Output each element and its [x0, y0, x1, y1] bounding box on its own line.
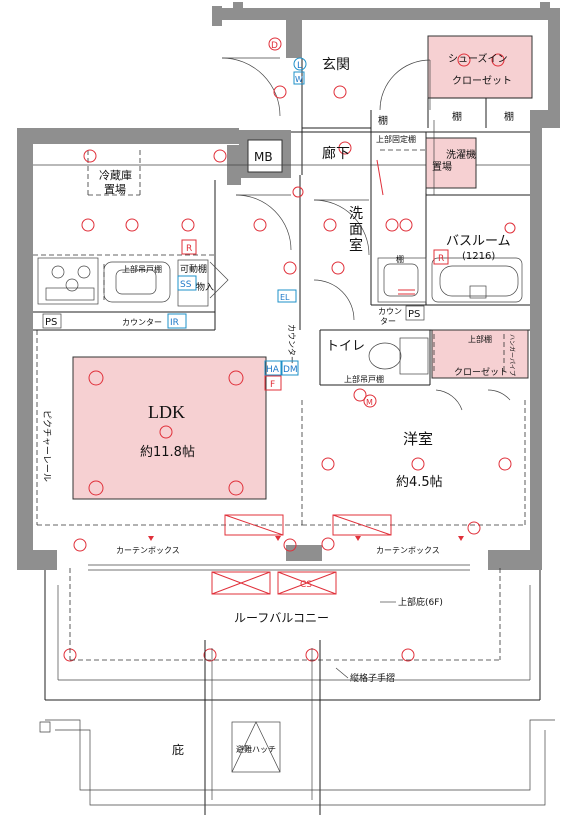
movable-shelf-label-2: 物入: [196, 281, 214, 293]
western-size-label: 約4.5帖: [396, 475, 443, 490]
ih-label: IR: [170, 318, 179, 328]
closet-upper-shelf-label: 上部棚: [468, 334, 492, 344]
shelf-label-b: 棚: [504, 110, 514, 123]
shoe-closet: [427, 35, 533, 99]
cs-label: CS: [300, 580, 312, 590]
structural-walls: [17, 2, 560, 570]
ps-right-label: PS: [408, 309, 420, 320]
laundry-label-2: 置場: [432, 160, 452, 173]
m-label: M: [366, 398, 373, 407]
doors: [221, 57, 511, 411]
labels: 玄関 シューズイン クローゼット 棚 棚 棚 MB 廊下 上部固定棚 洗濯機 置…: [41, 52, 516, 757]
washroom-label-1: 洗: [349, 206, 363, 222]
ldk-highlight: [72, 356, 267, 500]
upper-fixed-shelf-label: 上部固定棚: [376, 134, 416, 144]
picture-rail-label: ピクチャーレール: [41, 410, 52, 482]
balcony: [39, 564, 555, 815]
closet-hanger-pipe-label: ハンガーパイプ: [508, 334, 516, 376]
washroom-label-3: 室: [349, 237, 363, 254]
d-label: D: [271, 41, 278, 51]
upper-eaves-label: 上部庇(6F): [398, 596, 443, 608]
el-label: EL: [280, 293, 290, 302]
counter-label: カウンター: [122, 318, 162, 327]
fridge-label-2: 置場: [104, 183, 126, 196]
bathroom-label: バスルーム: [446, 234, 511, 249]
fridge-label-1: 冷蔵庫: [99, 168, 132, 182]
shelf-label-d: 棚: [396, 254, 404, 264]
ha-label: HA: [266, 365, 280, 375]
hatching: [103, 264, 505, 374]
western-room-label: 洋室: [403, 430, 433, 448]
shelf-label-a: 棚: [452, 110, 462, 123]
escape-hatch-label: 避難ハッチ: [236, 744, 276, 754]
toilet-upper-cabinet-label: 上部吊戸棚: [344, 374, 384, 384]
r-bath-label: R: [438, 254, 444, 264]
curtain-box-right-label: カーテンボックス: [376, 546, 440, 555]
kitchen-upper-cabinet-label: 上部吊戸棚: [122, 264, 162, 274]
w-label: W: [295, 75, 303, 84]
symbol-boxes: PS PS R R SS IR HA DM F EL L W D M CS: [42, 37, 449, 590]
counter-washroom-label-1: カウン: [378, 307, 402, 316]
eaves-label: 庇: [172, 742, 184, 757]
kitchen-unit: [37, 257, 229, 307]
bathroom-size-label: (1216): [462, 251, 495, 262]
closet-area: [431, 329, 529, 379]
ps-left-label: PS: [45, 317, 57, 328]
ldk-label: LDK: [148, 402, 185, 422]
electrical-marks: [63, 53, 516, 662]
shoe-closet-label-2: クローゼット: [452, 75, 512, 87]
mb-label: MB: [254, 150, 273, 164]
r-kitchen-label: R: [186, 244, 192, 254]
ss-label: SS: [180, 280, 192, 290]
f-label: F: [270, 380, 275, 390]
ldk-size-label: 約11.8帖: [140, 445, 195, 460]
movable-shelf-label-1: 可動棚: [180, 263, 207, 275]
washroom-label-2: 面: [349, 222, 363, 238]
shelf-label-c: 棚: [378, 114, 388, 127]
entrance-label: 玄関: [322, 56, 350, 73]
l-label: L: [297, 61, 302, 71]
wet-area-fixtures: [368, 120, 523, 375]
closet-label: クローゼット: [454, 366, 508, 378]
corridor-label: 廊下: [322, 145, 350, 162]
counter-vertical-label: カウンター: [287, 324, 296, 364]
roof-balcony-label: ルーフバルコニー: [234, 611, 329, 625]
counter-washroom-label-2: ター: [380, 317, 396, 326]
curtain-box-left-label: カーテンボックス: [116, 546, 180, 555]
toilet-label: トイレ: [326, 339, 365, 354]
dm-label: DM: [283, 365, 298, 375]
shoe-closet-label-1: シューズイン: [448, 52, 508, 65]
laundry-label-1: 洗濯機: [446, 148, 476, 161]
lattice-handrail-label: 縦格子手摺: [350, 672, 395, 684]
